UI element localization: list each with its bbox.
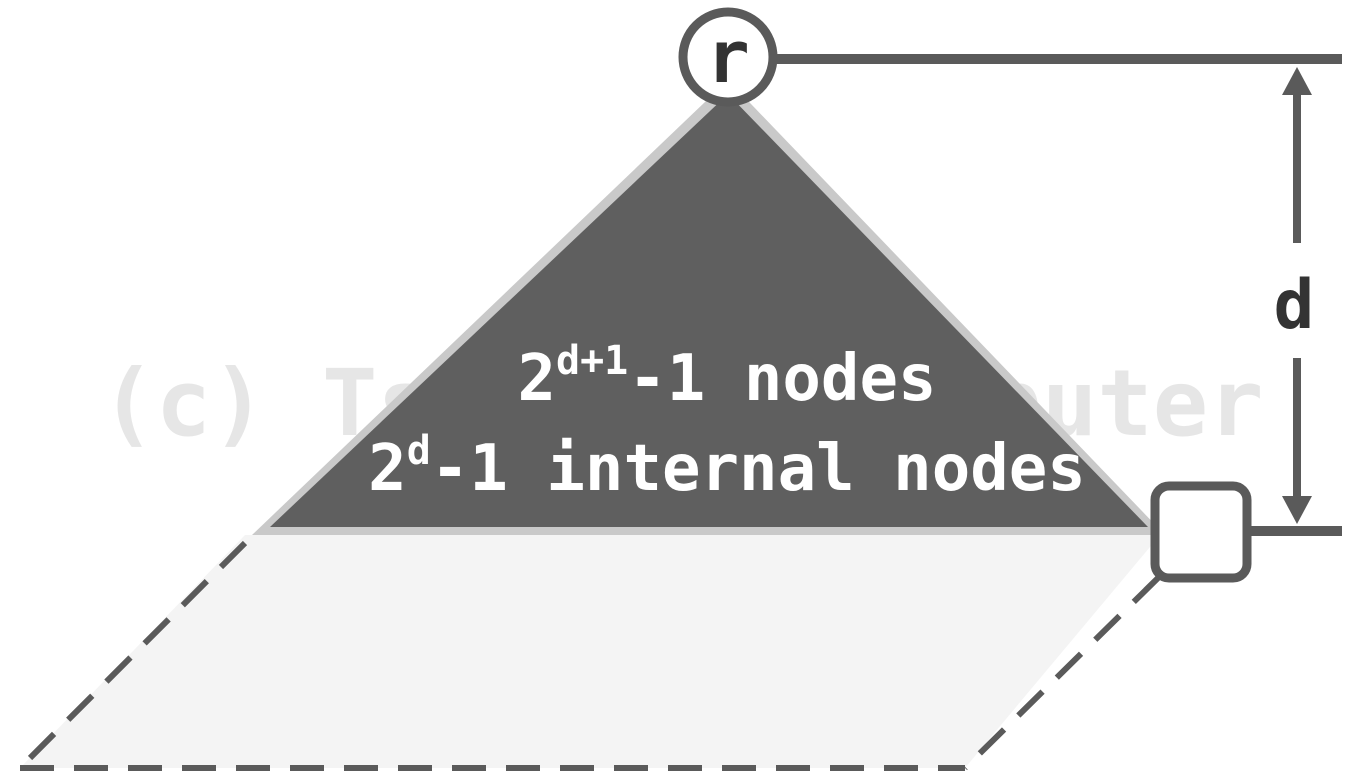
depth-arrow-down-head: [1282, 496, 1312, 524]
internal-nodes-label: 2d-1 internal nodes: [368, 428, 1086, 506]
external-node: [1150, 481, 1252, 583]
depth-label: d: [1274, 266, 1315, 345]
total-nodes-label: 2d+1-1 nodes: [517, 338, 936, 416]
internal-nodes-base: 2: [368, 432, 407, 506]
lower-right-dashed-edge: [962, 575, 1161, 771]
lower-levels-region: [20, 535, 1160, 768]
depth-arrow-up-head: [1282, 67, 1312, 95]
total-nodes-suffix: -1 nodes: [628, 342, 936, 416]
internal-nodes-exponent: d: [407, 428, 431, 474]
internal-nodes-suffix: -1 internal nodes: [431, 432, 1086, 506]
root-node: [678, 7, 778, 107]
root-node-label: r: [706, 15, 749, 99]
total-nodes-base: 2: [517, 342, 556, 416]
full-tree-triangle: [270, 94, 1148, 527]
total-nodes-exponent: d+1: [556, 338, 628, 384]
